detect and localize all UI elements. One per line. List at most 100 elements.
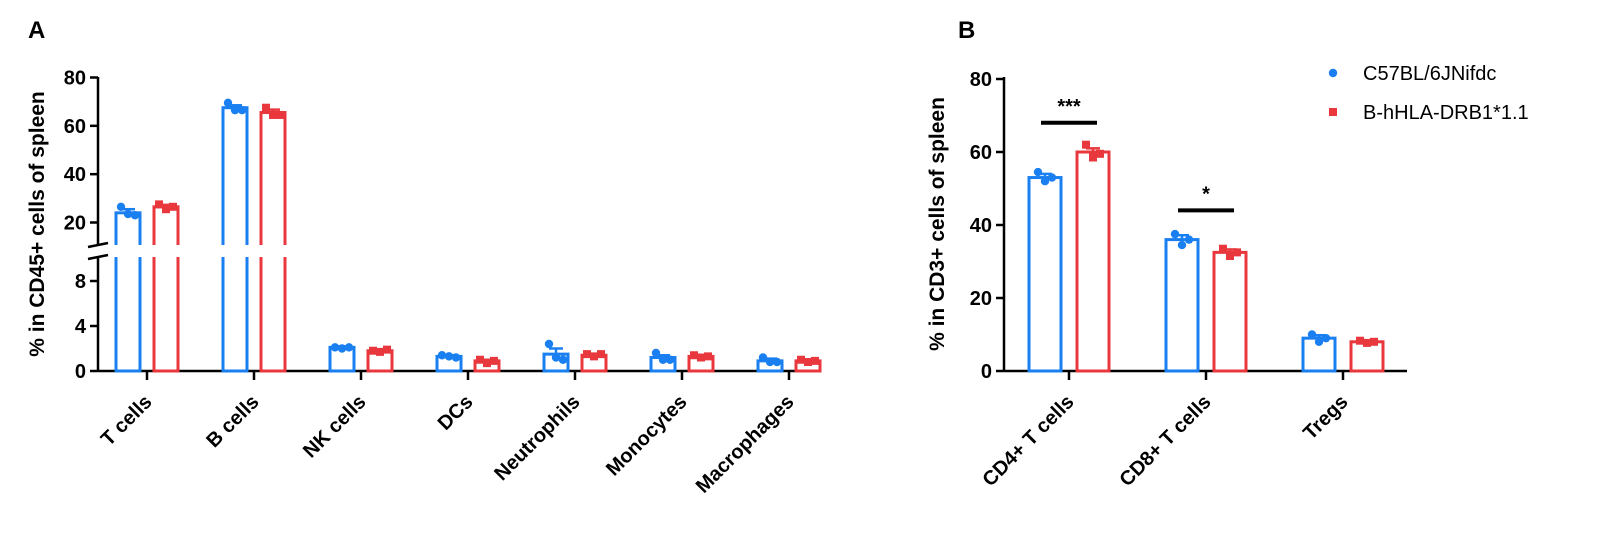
data-point	[262, 103, 270, 112]
data-point	[490, 356, 498, 365]
bar	[114, 211, 142, 373]
bar	[259, 111, 287, 373]
data-point	[558, 355, 568, 364]
category-label: Monocytes	[602, 391, 691, 480]
data-point	[797, 355, 805, 364]
data-point	[223, 98, 233, 108]
data-point	[169, 202, 177, 211]
bar	[152, 205, 180, 373]
y-tick-label: 80	[64, 67, 86, 89]
significance-label: *	[1202, 183, 1210, 205]
data-point	[276, 110, 284, 119]
data-point	[444, 352, 454, 361]
legend-label: B-hHLA-DRB1*1.1	[1363, 102, 1529, 124]
y-tick-label: 20	[970, 288, 992, 310]
data-point	[451, 353, 461, 362]
axis-break-gap	[70, 245, 290, 257]
data-point	[1314, 337, 1324, 346]
bar	[1075, 150, 1111, 373]
axis-break-mark	[87, 241, 109, 249]
data-point	[1082, 140, 1090, 149]
panel-a-label: A	[28, 17, 45, 44]
category-label: DCs	[434, 391, 478, 435]
data-point	[1233, 248, 1241, 257]
data-point	[383, 345, 391, 354]
data-point	[1370, 337, 1378, 346]
data-point	[1184, 235, 1194, 244]
y-tick-label: 80	[970, 69, 992, 91]
data-point	[1177, 240, 1187, 250]
data-point	[437, 351, 447, 360]
y-tick-label: 4	[75, 316, 87, 338]
data-point	[123, 209, 133, 219]
data-point	[1047, 173, 1057, 182]
y-tick-label: 0	[75, 361, 86, 383]
data-point	[651, 348, 661, 358]
data-point	[1170, 229, 1180, 239]
data-point	[772, 357, 782, 367]
data-point	[665, 355, 675, 364]
legend-marker	[1329, 108, 1337, 116]
category-label: T cells	[97, 391, 157, 451]
data-point	[1219, 244, 1227, 253]
y-tick-label: 40	[970, 215, 992, 237]
data-point	[476, 355, 484, 364]
y-tick-label: 20	[64, 213, 86, 235]
y-axis-title: % in CD3+ cells of spleen	[926, 97, 949, 351]
data-point	[658, 355, 668, 364]
data-point	[704, 352, 712, 361]
category-label: B cells	[202, 391, 263, 452]
data-point	[597, 350, 605, 359]
significance-label: ***	[1057, 96, 1081, 118]
bar	[1027, 176, 1063, 373]
data-point	[1089, 153, 1097, 162]
legend-label: C57BL/6JNifdc	[1363, 63, 1496, 85]
data-point	[583, 350, 591, 359]
data-point	[162, 205, 170, 214]
bar	[1164, 238, 1200, 373]
y-tick-label: 60	[64, 116, 86, 138]
data-point	[804, 358, 812, 366]
data-point	[337, 344, 347, 353]
data-point	[1356, 336, 1364, 345]
category-label: CD8+ T cells	[1115, 391, 1215, 491]
bar	[1212, 250, 1248, 373]
data-point	[376, 347, 384, 356]
data-point	[1096, 149, 1104, 158]
data-point	[1033, 167, 1043, 177]
data-point	[230, 105, 240, 115]
axis-break-mark	[87, 253, 109, 261]
data-point	[697, 353, 705, 362]
y-tick-label: 8	[75, 271, 86, 293]
data-point	[551, 353, 561, 362]
data-point	[544, 339, 554, 349]
data-point	[1040, 177, 1050, 186]
data-point	[237, 105, 247, 115]
chart-a: 0 4 8 20 40 60 80 % in CD45+ cells of spleen T c…	[26, 67, 822, 498]
y-axis-title: % in CD45+ cells of spleen	[26, 91, 49, 357]
data-point	[155, 200, 163, 209]
panel-b-label: B	[958, 17, 975, 44]
data-point	[1363, 338, 1371, 347]
category-label: CD4+ T cells	[978, 391, 1078, 491]
data-point	[811, 356, 819, 365]
y-tick-label: 60	[970, 142, 992, 164]
category-label: Macrophages	[692, 391, 799, 498]
data-point	[116, 202, 126, 211]
data-point	[690, 351, 698, 360]
data-point	[269, 110, 277, 119]
data-point	[130, 211, 140, 220]
category-label: Neutrophils	[490, 391, 584, 485]
data-point	[765, 357, 775, 367]
data-point	[369, 346, 377, 355]
data-point	[483, 359, 491, 368]
legend-marker	[1328, 68, 1338, 78]
category-label: Tregs	[1299, 391, 1352, 444]
data-point	[1226, 252, 1234, 261]
data-point	[590, 352, 598, 361]
data-point	[1321, 333, 1331, 343]
data-point	[1307, 330, 1317, 339]
y-tick-label: 40	[64, 164, 86, 186]
